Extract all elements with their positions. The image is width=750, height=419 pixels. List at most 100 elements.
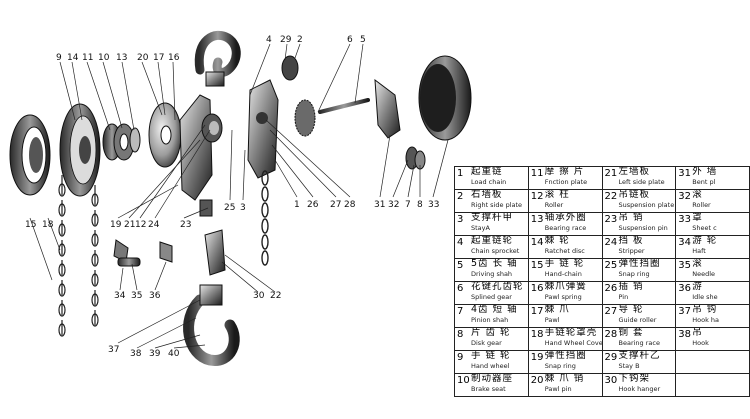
part-name-en: Hand Wheel Cover <box>544 339 602 347</box>
part-number: 9 <box>457 352 464 363</box>
part-number: 20 <box>530 375 544 386</box>
part-name-en: Ratchet disc <box>544 247 585 255</box>
part-name-cn: 游 轮 <box>692 235 718 246</box>
bent-plate <box>374 78 401 139</box>
part-name-cn: 轴承外圈 <box>544 212 587 223</box>
part-name-en: Haft <box>692 247 706 255</box>
pinion-gear <box>294 99 316 137</box>
top-hook <box>194 30 241 87</box>
part-number: 33 <box>678 214 691 225</box>
part-name-en: Right side plate <box>471 201 523 209</box>
part-number: 38 <box>678 329 691 340</box>
part-number: 19 <box>530 352 544 363</box>
part-name-cn: 起重链 <box>471 166 503 177</box>
callout-39: 39 <box>149 349 161 359</box>
callout-19: 19 <box>110 220 122 230</box>
part-name-en: Stay B <box>618 362 640 370</box>
part-name-en: Chain sprocket <box>471 247 520 255</box>
part-number: 30 <box>604 375 618 386</box>
part-name-en: Roller <box>692 201 711 209</box>
callout-11: 11 <box>82 53 93 63</box>
part-name-cn: 棘 爪 <box>544 304 570 315</box>
hook-hanger <box>199 199 226 276</box>
hand-wheel-cover <box>9 114 51 196</box>
callout-36: 36 <box>149 291 161 301</box>
part-name-cn: 罩 <box>692 212 703 223</box>
part-number: 10 <box>457 375 470 386</box>
ratchet-brake-assembly <box>102 123 141 161</box>
part-number: 35 <box>678 260 691 271</box>
callout-17: 17 <box>153 53 164 63</box>
idle-roller-set <box>113 239 173 267</box>
part-number: 14 <box>530 237 544 248</box>
part-name-cn: 弹性挡圈 <box>544 350 587 361</box>
part-name-cn: 导 轮 <box>618 304 644 315</box>
part-name-cn: 手 链 轮 <box>471 350 511 361</box>
part-name-en: Stripper <box>618 247 645 255</box>
callout-7: 7 <box>405 200 411 210</box>
part-number: 26 <box>604 283 618 294</box>
part-name-en: Roller <box>544 201 564 209</box>
part-name-cn: 制动器座 <box>471 373 514 384</box>
part-name-cn: 起重链轮 <box>471 235 514 246</box>
part-name-en: Needle <box>692 270 716 278</box>
part-name-en: Splined gear <box>471 293 512 301</box>
part-name-cn: 铜 套 <box>618 327 644 338</box>
right-side-plate <box>247 79 279 179</box>
callout-2: 2 <box>297 35 303 45</box>
part-name-cn: 挡 板 <box>618 235 644 246</box>
callout-35: 35 <box>131 291 142 301</box>
part-cell <box>675 350 750 374</box>
part-number: 5 <box>457 260 464 271</box>
callout-15: 15 <box>25 220 36 230</box>
callout-8: 8 <box>417 200 423 210</box>
part-name-cn: 下钩架 <box>618 373 651 384</box>
part-name-en: Snap ring <box>618 270 650 278</box>
part-name-cn: 5齿 长 轴 <box>471 258 518 269</box>
part-name-en: Brake seat <box>471 385 506 393</box>
callout-30: 30 <box>253 291 265 301</box>
part-name-cn: 手链轮罩壳 <box>544 327 598 338</box>
driving-shaft <box>318 98 370 114</box>
part-name-en: Pin <box>618 293 629 301</box>
callout-37: 37 <box>108 345 119 355</box>
callout-5: 5 <box>360 35 366 45</box>
part-name-en: Pawl pin <box>544 385 572 393</box>
part-name-cn: 滚 <box>692 189 703 200</box>
part-name-en: Guide roller <box>618 316 657 324</box>
part-name-en: Disk gear <box>471 339 502 347</box>
callout-12: 12 <box>135 220 146 230</box>
sheet-cover <box>418 55 472 141</box>
part-name-en: Fnction plate <box>544 178 588 186</box>
callout-28: 28 <box>344 200 356 210</box>
part-name-en: Hand wheel <box>471 362 510 370</box>
callout-1: 1 <box>294 200 300 210</box>
part-name-cn: 手 链 轮 <box>544 258 585 269</box>
part-name-cn: 吊 销 <box>618 212 644 223</box>
part-number: 2 <box>457 191 464 202</box>
part-number: 1 <box>457 168 464 179</box>
leader-lines <box>29 43 449 349</box>
part-name-cn: 吊链板 <box>618 189 651 200</box>
part-number: 22 <box>604 191 618 202</box>
part-number: 24 <box>604 237 618 248</box>
part-name-en: Snap ring <box>544 362 576 370</box>
